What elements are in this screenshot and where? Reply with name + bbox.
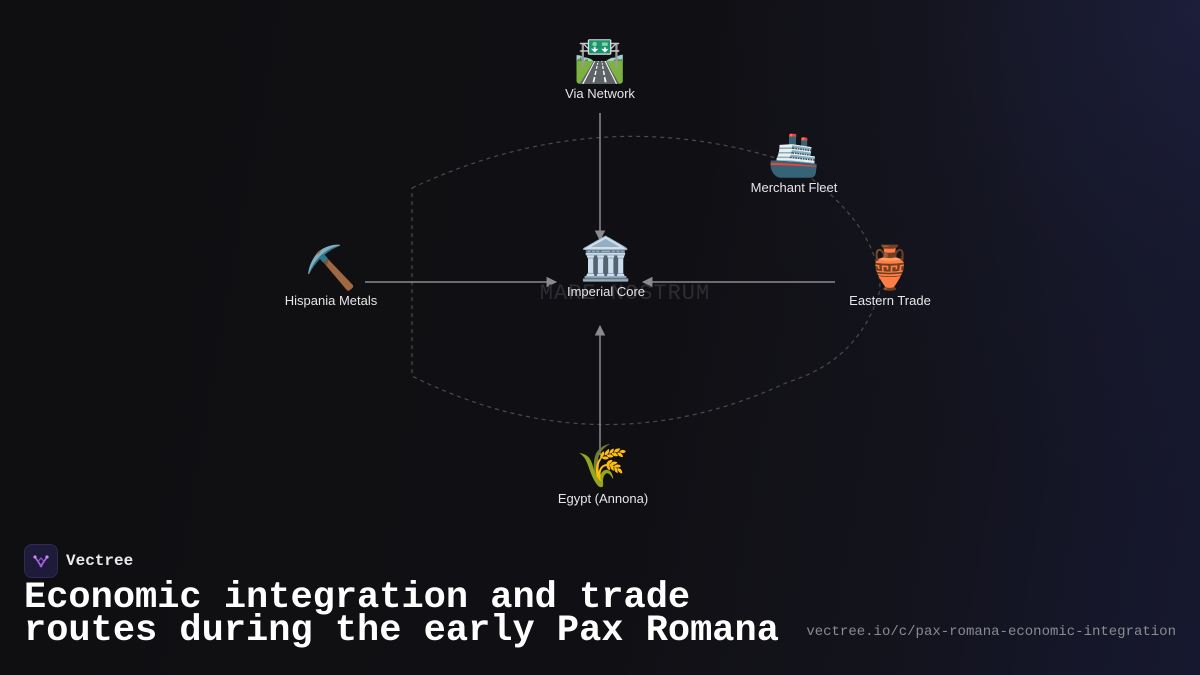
amphora-icon: 🏺 [863, 243, 917, 292]
motorway-icon: 🛣️ [573, 36, 627, 85]
pick-icon: ⛏️ [304, 243, 358, 292]
node-label: Merchant Fleet [750, 180, 838, 195]
node-egypt-annona[interactable]: 🌾 Egypt (Annona) [557, 441, 649, 507]
node-label: Egypt (Annona) [557, 491, 649, 506]
node-label: Via Network [565, 86, 635, 101]
classical-building-icon: 🏛️ [579, 234, 633, 283]
page-title: Economic integration and trade routes du… [24, 577, 779, 652]
background-glow [700, 0, 1200, 500]
page-url[interactable]: vectree.io/c/pax-romana-economic-integra… [806, 624, 1176, 640]
region-ring [411, 135, 881, 426]
node-eastern-trade[interactable]: 🏺 Eastern Trade [849, 243, 931, 309]
vectree-logo-icon [24, 544, 58, 578]
node-merchant-fleet[interactable]: 🚢 Merchant Fleet [750, 130, 838, 196]
node-label: Eastern Trade [849, 293, 931, 308]
node-imperial-core[interactable]: 🏛️ Imperial Core [566, 234, 646, 300]
brand-name: Vectree [66, 552, 134, 570]
sheaf-of-rice-icon: 🌾 [576, 441, 630, 490]
node-label: Hispania Metals [284, 293, 378, 308]
region-label: MARE NOSTRUM [539, 281, 711, 306]
brand[interactable]: Vectree [24, 544, 133, 578]
ship-icon: 🚢 [767, 130, 821, 179]
node-hispania-metals[interactable]: ⛏️ Hispania Metals [284, 243, 378, 309]
node-label: Imperial Core [566, 284, 646, 299]
node-via-network[interactable]: 🛣️ Via Network [565, 36, 635, 102]
